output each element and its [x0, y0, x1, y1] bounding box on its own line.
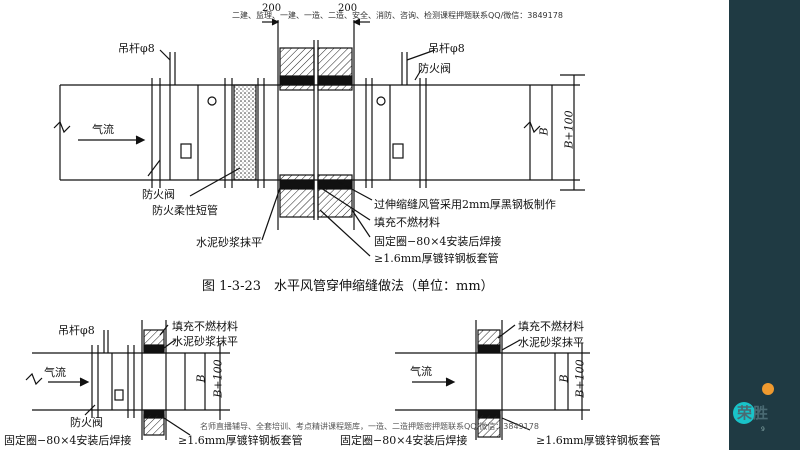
label-mortar-top: 水泥砂浆抹平	[196, 236, 262, 249]
label-mortar-bl: 水泥砂浆抹平	[172, 335, 238, 348]
diagram-drawing	[25, 18, 590, 440]
footer-watermark: 名师直播辅导、全套培训、考点精讲课程题库，一造、二造押题密押题联系QQ/微信：3…	[200, 422, 539, 431]
label-fill-bl: 填充不燃材料	[172, 320, 238, 333]
bottom-left-figure	[25, 320, 230, 440]
figure-caption: 图 1-3-23 水平风管穿伸缩缝做法（单位：mm）	[202, 279, 494, 294]
bottom-right-figure	[395, 320, 590, 440]
label-airflow-bl: 气流	[44, 366, 66, 379]
label-ring-bl: 固定圈−80×4安装后焊接	[4, 434, 132, 447]
label-hanger-bl: 吊杆φ8	[58, 324, 95, 337]
label-airflow-top: 气流	[92, 123, 114, 136]
label-fill-top: 填充不燃材料	[374, 216, 440, 229]
label-fill-br: 填充不燃材料	[518, 320, 584, 333]
dim-b100-br: B+100	[573, 359, 587, 398]
dim-left-200: 200	[262, 3, 282, 14]
label-sleeve-br: ≥1.6mm厚镀锌钢板套管	[536, 434, 661, 447]
label-ring-top: 固定圈−80×4安装后焊接	[374, 235, 502, 248]
page-number: 9	[761, 426, 765, 433]
orange-dot-icon	[762, 383, 774, 395]
label-hanger-right: 吊杆φ8	[428, 42, 465, 55]
header-watermark: 二建、监理、一建、一造、二造、安全、消防、咨询、检测课程押题联系QQ/微信：38…	[232, 11, 563, 20]
dim-b-bl: B	[194, 374, 208, 383]
label-sleeve-bl: ≥1.6mm厚镀锌钢板套管	[178, 434, 303, 447]
label-damper-bl: 防火阀	[70, 416, 103, 429]
label-sleeve-top: ≥1.6mm厚镀锌钢板套管	[374, 252, 499, 265]
dim-b100-top: B+100	[562, 110, 576, 149]
label-flex-pipe: 防火柔性短管	[152, 204, 218, 217]
top-figure	[53, 18, 585, 257]
label-damper-left: 防火阀	[142, 188, 175, 201]
label-ring-br: 固定圈−80×4安装后焊接	[340, 434, 468, 447]
dim-b100-bl: B+100	[211, 359, 225, 398]
brand-logo: 荣胜	[737, 404, 770, 422]
label-mortar-br: 水泥砂浆抹平	[518, 336, 584, 349]
label-hanger-left: 吊杆φ8	[118, 42, 155, 55]
dim-right-200: 200	[338, 3, 358, 14]
dim-b-top: B	[537, 127, 551, 136]
label-duct-steel: 过伸缩缝风管采用2mm厚黑钢板制作	[374, 198, 556, 211]
teal-dot-icon	[733, 402, 755, 424]
dim-b-br: B	[557, 374, 571, 383]
label-damper-right: 防火阀	[418, 62, 451, 75]
brand-sidebar	[729, 0, 800, 450]
label-airflow-br: 气流	[410, 365, 432, 378]
